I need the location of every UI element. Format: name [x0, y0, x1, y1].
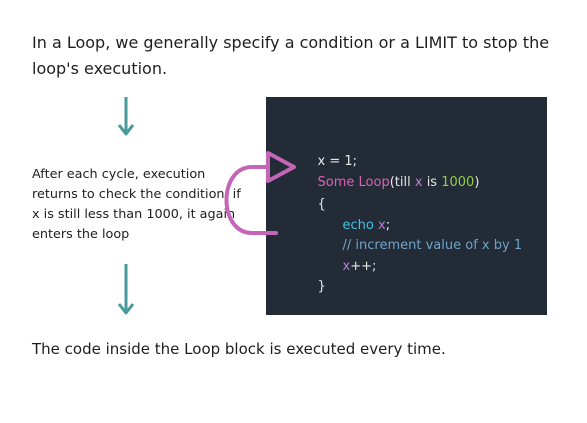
code-echo-cmd: echo — [342, 218, 374, 233]
code-brace-close: } — [317, 279, 326, 294]
code-loop-limit: 1000 — [441, 175, 475, 190]
down-arrow-top — [117, 97, 135, 136]
code-increment-op: ++; — [350, 259, 377, 274]
code-line-increment: x++; — [326, 240, 377, 294]
code-panel: x = 1; Some Loop(till x is 1000) { echo … — [266, 97, 547, 315]
code-comment: // increment value of x by 1 — [342, 238, 523, 253]
down-arrow-bottom — [117, 264, 135, 315]
code-line-loop: Some Loop(till x is 1000) — [301, 156, 480, 210]
code-line-init: x = 1; — [301, 135, 358, 189]
code-loop-close: ) — [474, 175, 480, 190]
side-note: After each cycle, execution returns to c… — [32, 167, 241, 242]
code-loop-open: (till — [389, 175, 415, 190]
code-loop-var: x — [414, 175, 423, 190]
code-loop-op: is — [422, 175, 442, 190]
code-init-text: x = 1; — [317, 154, 358, 169]
code-keyword-loop: Some Loop — [317, 175, 390, 190]
intro-text: In a Loop, we generally specify a condit… — [32, 33, 550, 78]
code-line-echo: echo x; — [326, 199, 391, 253]
code-line-comment: // increment value of x by 1 — [326, 219, 523, 273]
code-line-brace-open: { — [301, 178, 326, 232]
code-line-brace-close: } — [301, 260, 326, 314]
code-echo-var: x — [378, 218, 386, 233]
outro-text: The code inside the Loop block is execut… — [32, 340, 446, 358]
code-echo-end: ; — [385, 218, 391, 233]
code-brace-open: { — [317, 197, 326, 212]
code-increment-var: x — [342, 259, 351, 274]
